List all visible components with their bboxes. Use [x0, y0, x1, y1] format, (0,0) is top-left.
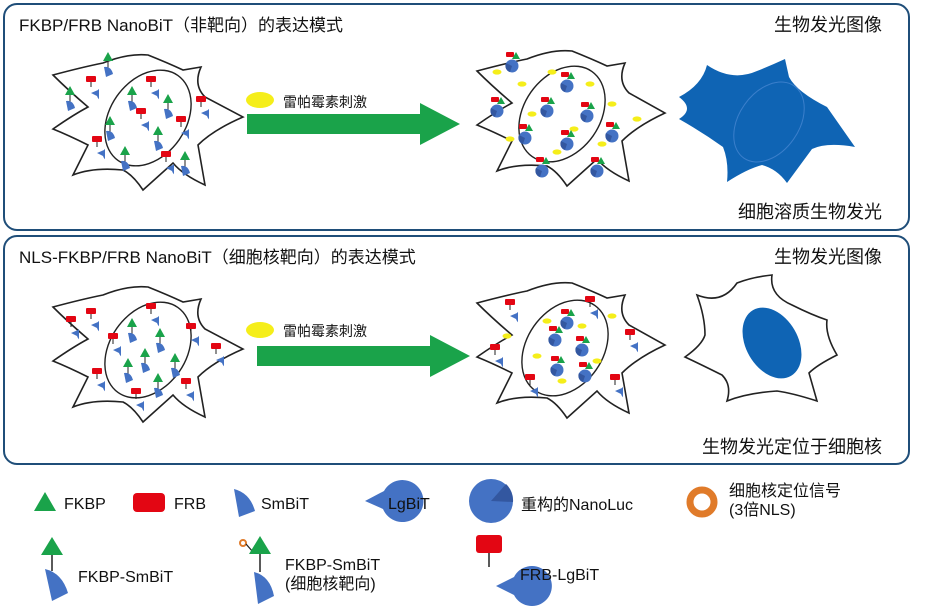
cell-before-stimulation	[51, 285, 245, 424]
legend-nanoluc: 重构的NanoLuc	[521, 497, 634, 514]
cell-after-stimulation	[475, 49, 667, 188]
stimulus-label: 雷帕霉素刺激	[283, 323, 367, 339]
stimulus-arrow	[257, 335, 470, 377]
fkbp-smbit-icon	[41, 537, 68, 601]
legend-nls-line1: 细胞核定位信号	[729, 483, 842, 500]
fkbp-smbit-nuclear-icon	[239, 536, 274, 604]
legend-fkbp: FKBP	[64, 496, 106, 513]
stimulus-arrow	[247, 103, 460, 145]
legend-fkbp-smbit: FKBP-SmBiT	[78, 569, 174, 586]
legend-fkbp-smbit-nuclear-line1: FKBP-SmBiT	[285, 557, 381, 574]
caption: 生物发光定位于细胞核	[702, 437, 882, 457]
smbit-icon	[234, 489, 255, 517]
legend-fkbp-smbit-nuclear: FKBP-SmBiT (细胞核靶向)	[285, 556, 380, 594]
frb-icon	[133, 493, 165, 512]
legend-smbit: SmBiT	[261, 496, 309, 513]
fkbp-icon	[34, 492, 56, 511]
cell-before-stimulation	[51, 51, 245, 192]
legend-frb: FRB	[174, 496, 206, 513]
legend-lgbit: LgBiT	[388, 496, 430, 513]
panel-nuclear-targeted: NLS-FKBP/FRB NanoBiT（细胞核靶向）的表达模式 生物发光图像 …	[3, 235, 910, 465]
rapamycin-icon	[246, 92, 274, 108]
rapamycin-icon	[246, 322, 274, 338]
lgbit-icon	[365, 480, 424, 523]
nanoluc-icon	[469, 479, 514, 523]
legend-nls-line2: (3倍NLS)	[729, 502, 796, 519]
caption: 细胞溶质生物发光	[738, 202, 882, 222]
legend-fkbp-smbit-nuclear-line2: (细胞核靶向)	[285, 576, 376, 593]
legend-frb-lgbit: FRB-LgBiT	[520, 567, 600, 584]
panel-title: NLS-FKBP/FRB NanoBiT（细胞核靶向）的表达模式	[19, 248, 416, 267]
image-title: 生物发光图像	[774, 15, 882, 35]
luminescence-nucleus	[683, 274, 839, 403]
panel-title: FKBP/FRB NanoBiT（非靶向）的表达模式	[19, 16, 343, 35]
stimulus-label: 雷帕霉素刺激	[283, 94, 367, 110]
luminescence-cytosol	[679, 59, 855, 183]
legend-nls: 细胞核定位信号 (3倍NLS)	[729, 482, 841, 520]
nls-icon	[686, 486, 718, 518]
frb-lgbit-icon	[476, 535, 552, 606]
cell-after-stimulation	[475, 281, 667, 420]
image-title: 生物发光图像	[774, 247, 882, 267]
panel-non-targeted: FKBP/FRB NanoBiT（非靶向）的表达模式 生物发光图像 雷帕霉素刺激	[3, 3, 910, 231]
